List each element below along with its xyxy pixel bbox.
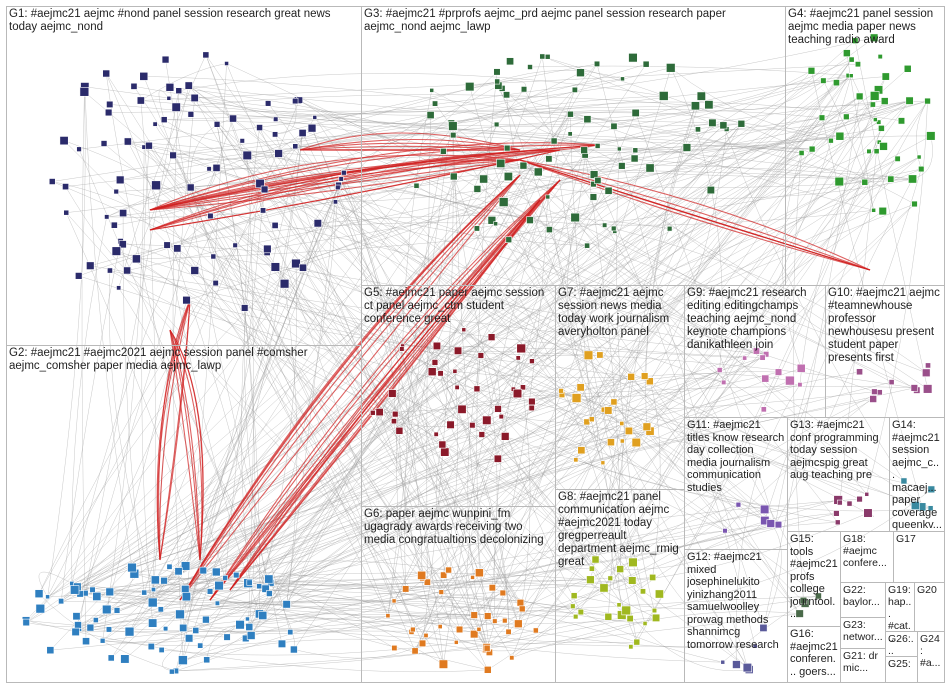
group-box-g18: G18: #aejmc confere... [840,531,894,583]
group-label-g23: G23: networ... [843,619,883,643]
group-label-g7: G7: #aejmc21 aejmc session news media to… [558,287,682,339]
group-box-g5: G5: #aejmc21 paper aejmc session ct pane… [361,285,556,507]
group-box-g3: G3: #aejmc21 #prprofs aejmc_prd aejmc pa… [361,6,786,286]
group-label-g13: G13: #aejmc21 conf programming today ses… [790,419,887,482]
group-box-g2: G2: #aejmc21 #aejmc2021 aejmc session pa… [6,345,362,683]
group-label-g6: G6: paper aejmc wunpini_fm ugagrady awar… [364,508,553,547]
group-label-g3: G3: #aejmc21 #prprofs aejmc_prd aejmc pa… [364,8,783,34]
group-label-g25: G25: [888,658,915,670]
group-label-g18: G18: #aejmc confere... [843,533,891,569]
group-box-g1: G1: #aejmc21 aejmc #nond panel session r… [6,6,362,346]
group-box-g6: G6: paper aejmc wunpini_fm ugagrady awar… [361,506,556,683]
group-box-g23: G23: networ... [840,617,886,649]
group-box-g22: G22: baylor... [840,582,886,618]
group-label-g2: G2: #aejmc21 #aejmc2021 aejmc session pa… [9,347,359,373]
group-label-g1: G1: #aejmc21 aejmc #nond panel session r… [9,8,359,34]
group-label-g8: G8: #aejmc21 panel communication aejmc #… [558,491,682,569]
group-label-g24: G24: #a... [920,633,942,669]
group-box-g7: G7: #aejmc21 aejmc session news media to… [555,285,685,490]
group-box-g19: G19: hap... #cat... [885,582,915,632]
group-label-g10: G10: #aejmc21 aejmc #teamnewhouse profes… [828,287,942,365]
group-label-g5: G5: #aejmc21 paper aejmc session ct pane… [364,287,553,326]
group-label-g16: G16: #aejmc21 conferen... goers... [790,628,838,678]
group-box-g20: G20 [914,582,945,632]
group-box-g9: G9: #aejmc21 research editing editingcha… [684,285,826,418]
group-box-g25: G25: [885,656,918,683]
group-box-g17: G17 [893,531,945,583]
group-label-g9: G9: #aejmc21 research editing editingcha… [687,287,823,352]
group-box-g13: G13: #aejmc21 conf programming today ses… [787,417,890,532]
group-label-g12: G12: #aejmc21 mixed josephinelukito yini… [687,551,785,651]
group-box-g14: G14: #aejmc21 session aejmc_c... macaej.… [889,417,945,532]
group-box-g21: G21: dr mic... [840,648,886,683]
group-box-g24: G24: #a... [917,631,945,683]
group-box-g8: G8: #aejmc21 panel communication aejmc #… [555,489,685,683]
group-label-g17: G17 [896,533,942,545]
group-box-g26: G26:... [885,631,918,657]
group-label-g4: G4: #aejmc21 panel session aejmc media p… [788,8,942,47]
group-box-g15: G15: tools #aejmc21 profs college journt… [787,531,841,627]
group-label-g21: G21: dr mic... [843,650,883,674]
group-box-g4: G4: #aejmc21 panel session aejmc media p… [785,6,945,286]
group-label-g26: G26:... [888,633,915,657]
group-box-g11: G11: #aejmc21 titles know research day c… [684,417,788,550]
group-label-g15: G15: tools #aejmc21 profs college journt… [790,533,838,621]
group-label-g20: G20 [917,584,942,596]
group-label-g11: G11: #aejmc21 titles know research day c… [687,419,785,494]
group-label-g14: G14: #aejmc21 session aejmc_c... macaej.… [892,419,942,532]
group-box-g16: G16: #aejmc21 conferen... goers... [787,626,841,683]
group-label-g22: G22: baylor... [843,584,883,608]
group-box-g10: G10: #aejmc21 aejmc #teamnewhouse profes… [825,285,945,418]
group-box-g12: G12: #aejmc21 mixed josephinelukito yini… [684,549,788,683]
